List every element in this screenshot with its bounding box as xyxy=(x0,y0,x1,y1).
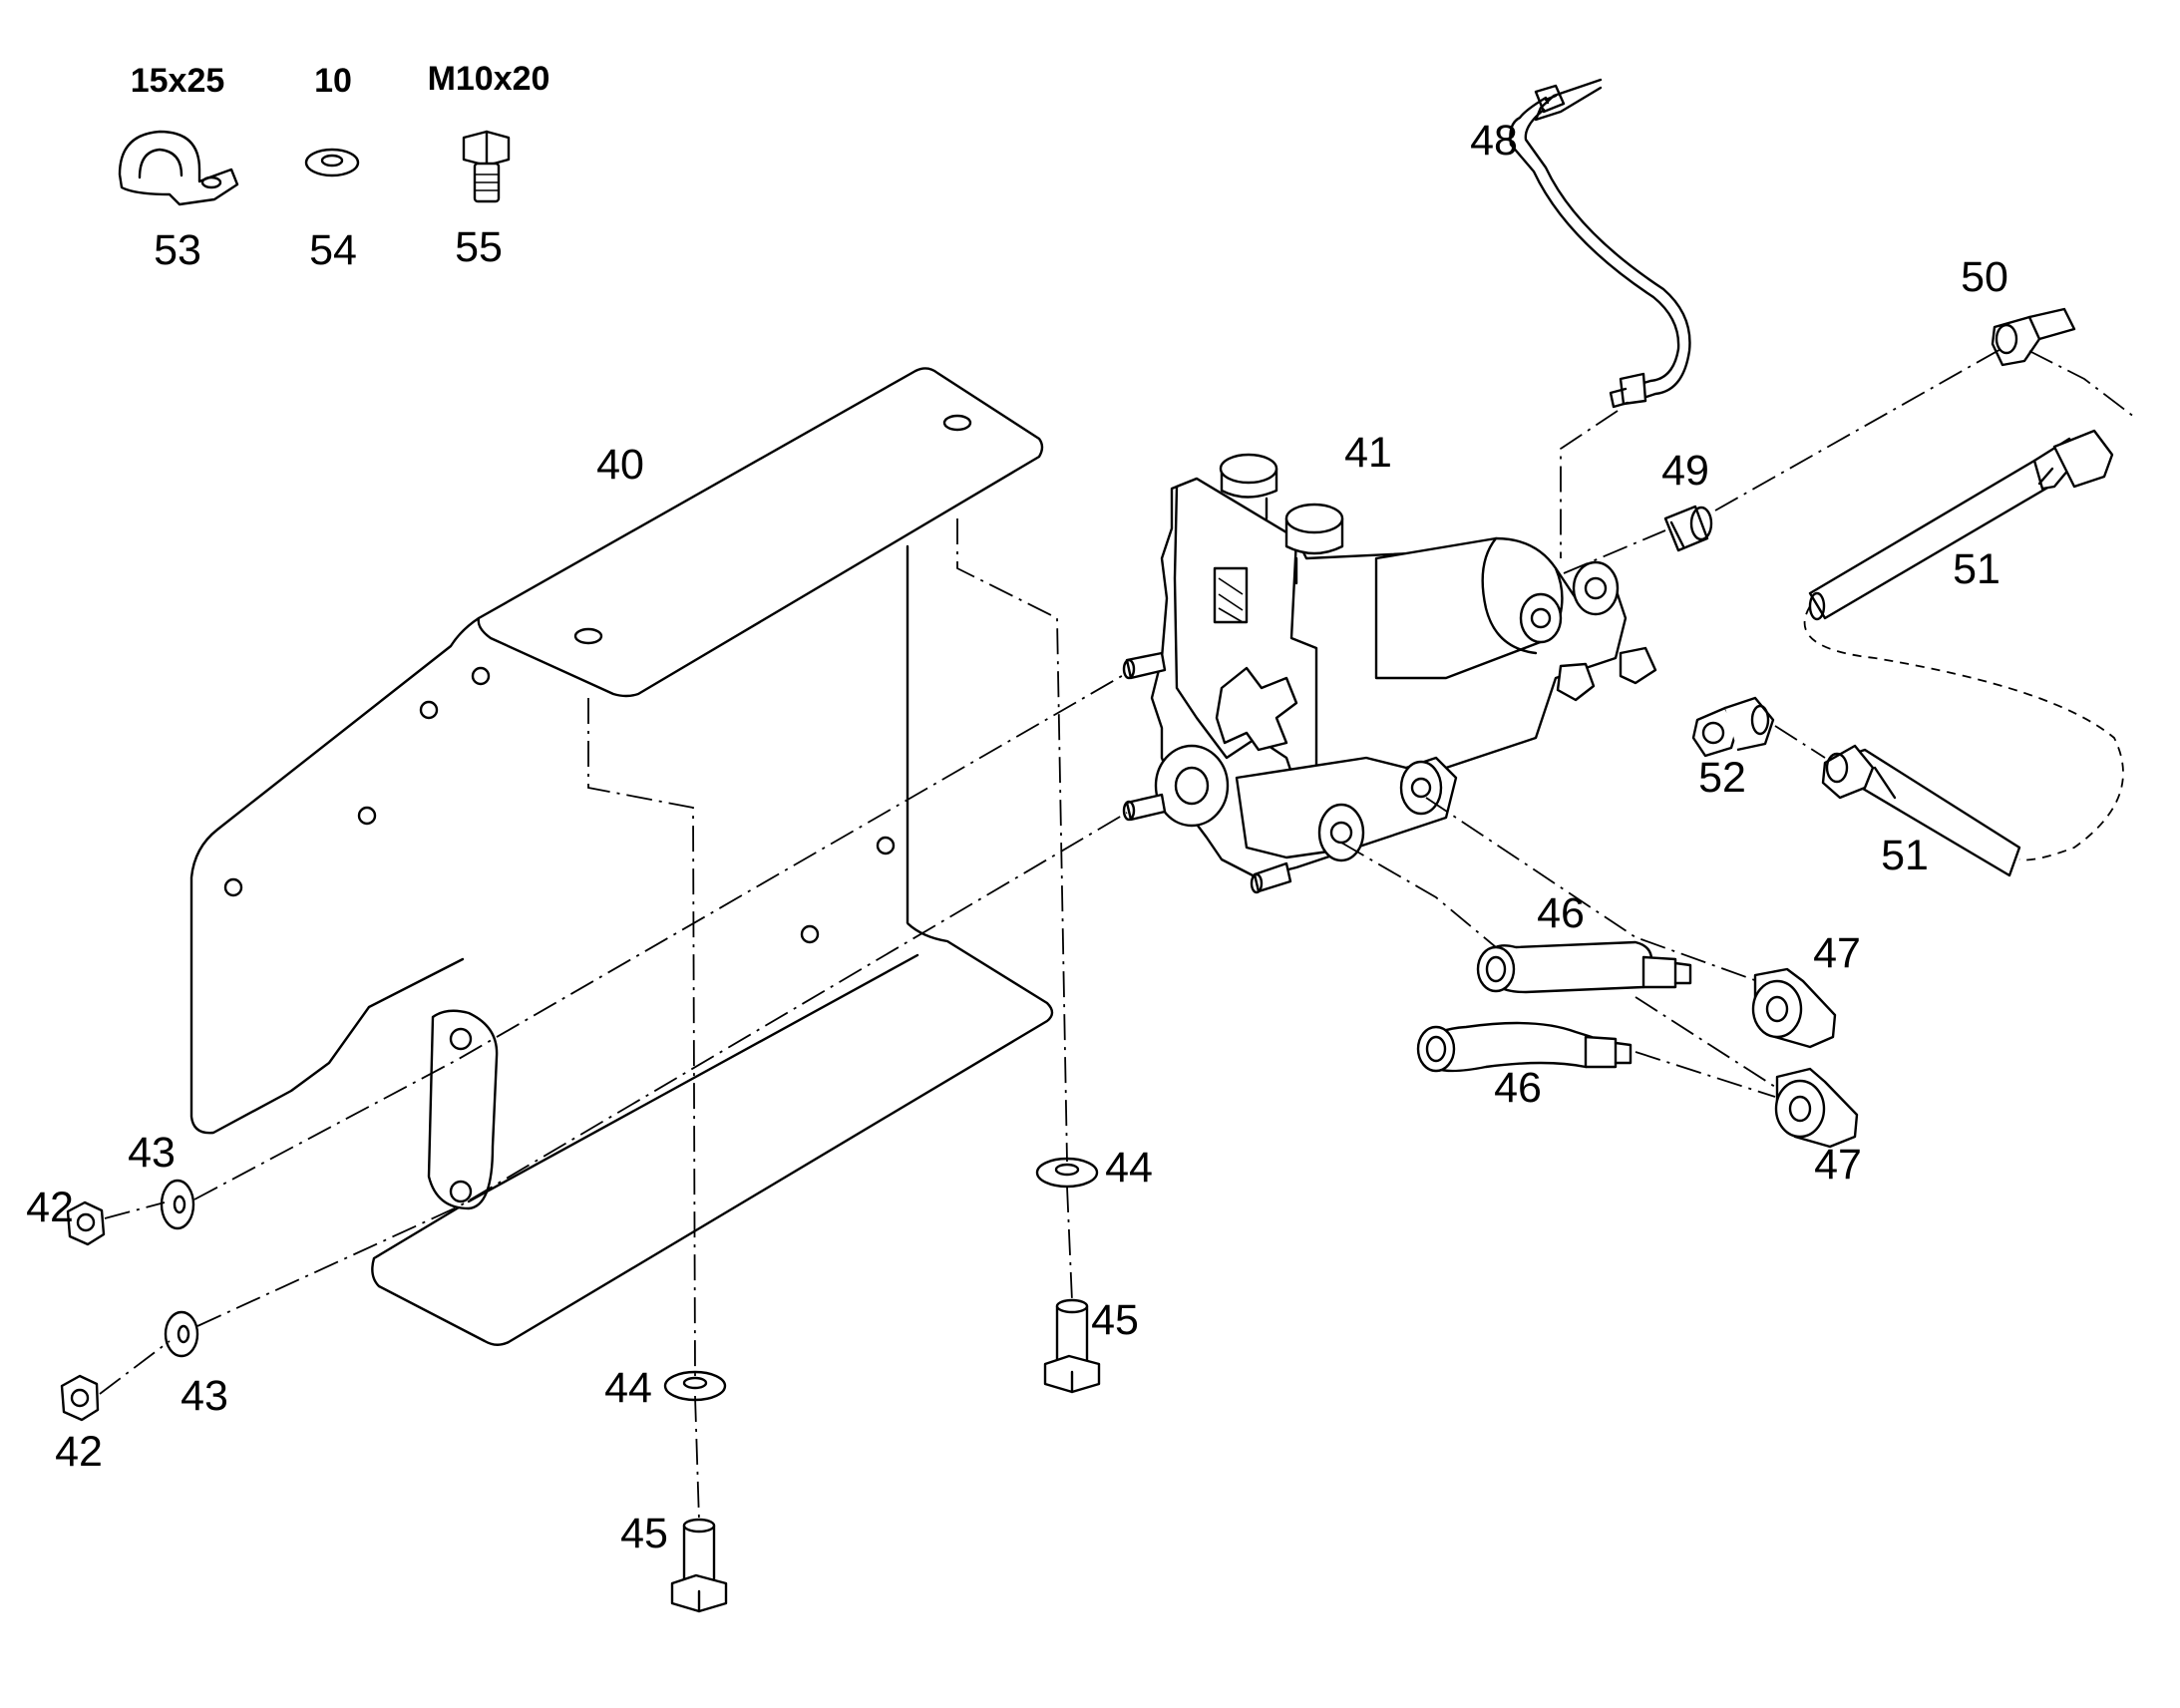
label-46-lower: 46 xyxy=(1494,1064,1542,1112)
label-48: 48 xyxy=(1470,117,1518,165)
label-44-bottom: 44 xyxy=(604,1364,652,1412)
label-51-lower: 51 xyxy=(1881,832,1929,879)
part-40-bracket xyxy=(189,367,1054,1346)
part-46-hose-lower xyxy=(1416,1021,1633,1073)
label-43-lower: 43 xyxy=(181,1372,228,1420)
part-52-elbow xyxy=(1691,696,1775,758)
label-45-bottom: 45 xyxy=(620,1510,668,1557)
assembly-lines xyxy=(99,346,2135,1522)
label-47-upper: 47 xyxy=(1813,929,1861,977)
part-49-fitting xyxy=(1663,505,1713,552)
part-48-pipe xyxy=(1509,78,1691,409)
part-42-nut-lower xyxy=(60,1374,100,1422)
part-51-hose-upper xyxy=(1808,429,2114,621)
part-43-washer-upper xyxy=(160,1179,195,1230)
label-46-upper: 46 xyxy=(1537,889,1585,937)
spec-53: 15x25 xyxy=(131,62,225,100)
part-43-washer-lower xyxy=(164,1310,199,1358)
part-54-washer xyxy=(304,148,360,177)
label-55: 55 xyxy=(455,223,503,271)
label-47-lower: 47 xyxy=(1814,1141,1862,1189)
label-52: 52 xyxy=(1698,754,1746,802)
label-51-upper: 51 xyxy=(1953,545,2000,593)
part-45-bolt-bottom xyxy=(670,1518,728,1613)
part-labels: 15x25 10 M10x20 53 54 55 40 41 48 49 50 … xyxy=(26,60,2008,1557)
part-47-fitting-lower xyxy=(1774,1067,1859,1149)
label-50: 50 xyxy=(1961,253,2008,301)
part-46-hose-upper xyxy=(1476,940,1692,994)
part-50-nut xyxy=(1991,307,2076,367)
label-43-upper: 43 xyxy=(128,1129,176,1177)
spec-55: M10x20 xyxy=(428,60,550,98)
label-40: 40 xyxy=(596,441,644,489)
label-49: 49 xyxy=(1661,447,1709,495)
part-47-fitting-upper xyxy=(1751,967,1837,1049)
part-41-valve-assembly xyxy=(1122,453,1657,894)
part-44-washer-bottom xyxy=(663,1370,727,1402)
label-45-right: 45 xyxy=(1091,1296,1139,1344)
part-44-washer-right xyxy=(1035,1157,1099,1189)
part-45-bolt-right xyxy=(1043,1298,1101,1394)
part-55-bolt xyxy=(462,130,511,203)
part-42-nut-upper xyxy=(66,1200,106,1246)
label-41: 41 xyxy=(1344,429,1392,477)
label-44-right: 44 xyxy=(1105,1144,1153,1192)
label-53: 53 xyxy=(154,226,201,274)
part-53-clamp xyxy=(118,130,239,206)
label-42-upper: 42 xyxy=(26,1184,74,1231)
label-54: 54 xyxy=(309,226,357,274)
label-42-lower: 42 xyxy=(55,1428,103,1476)
part-51-hose-lower xyxy=(1821,744,2021,877)
spec-54: 10 xyxy=(314,62,352,100)
